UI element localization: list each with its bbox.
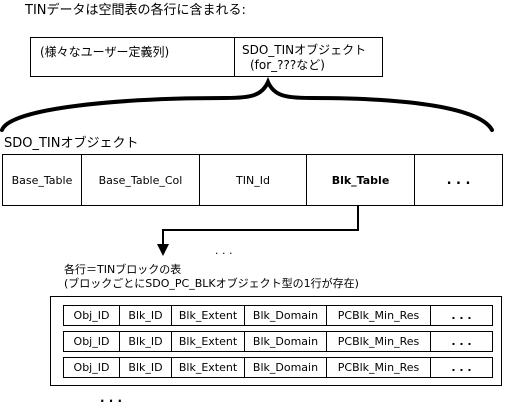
field-tin-id-label: TIN_Id: [236, 173, 270, 187]
field-more-label: . . .: [446, 172, 471, 188]
table-cell-blk-extent: Blk_Extent: [171, 357, 245, 378]
cell-text: PCBlk_Min_Res: [337, 309, 420, 322]
cell-text: PCBlk_Min_Res: [337, 361, 420, 374]
sdo-tin-cell-label: SDO_TINオブジェクト: [242, 43, 367, 57]
block-table-caption: 各行＝TINブロックの表: [64, 263, 182, 276]
field-base-table-label: Base_Table: [11, 173, 73, 187]
sdo-tin-cell-sublabel: (for_???など): [250, 58, 325, 72]
table-cell-blk-domain: Blk_Domain: [244, 357, 327, 378]
table-cell-blk-domain: Blk_Domain: [244, 331, 327, 352]
user-columns-cell: [30, 37, 235, 77]
field-base-table-col-label: Base_Table_Col: [98, 173, 183, 187]
middle-ellipsis: . . .: [215, 244, 233, 257]
cell-text: Blk_ID: [128, 361, 163, 374]
table-cell-blk-extent: Blk_Extent: [171, 305, 245, 326]
curly-brace: [0, 76, 494, 132]
bottom-ellipsis: . . .: [100, 391, 123, 405]
cell-text: Blk_ID: [128, 309, 163, 322]
diagram-heading: TINデータは空間表の各行に含まれる:: [25, 3, 246, 18]
cell-text: . . .: [451, 335, 472, 348]
cell-text: Blk_Extent: [178, 361, 238, 374]
table-cell-blk-domain: Blk_Domain: [244, 305, 327, 326]
cell-text: . . .: [451, 361, 472, 374]
block-table-caption-detail: (ブロックごとにSDO_PC_BLKオブジェクト型の1行が存在): [64, 277, 359, 290]
cell-text: Obj_ID: [73, 361, 110, 374]
table-cell-pcblk-min-res: PCBlk_Min_Res: [326, 305, 431, 326]
user-columns-label: (様々なユーザー定義列): [40, 45, 170, 59]
table-cell-blk-id: Blk_ID: [119, 331, 172, 352]
blk-table-arrow-head: [157, 244, 169, 256]
table-cell-more: . . .: [430, 331, 493, 352]
field-blk-table-label: Blk_Table: [331, 173, 390, 187]
cell-text: . . .: [451, 309, 472, 322]
table-cell-blk-id: Blk_ID: [119, 357, 172, 378]
table-cell-pcblk-min-res: PCBlk_Min_Res: [326, 357, 431, 378]
table-cell-obj-id: Obj_ID: [63, 357, 120, 378]
cell-text: Blk_ID: [128, 335, 163, 348]
cell-text: Blk_Extent: [178, 335, 238, 348]
cell-text: Obj_ID: [73, 335, 110, 348]
cell-text: Blk_Domain: [252, 309, 319, 322]
cell-text: Obj_ID: [73, 309, 110, 322]
blk-table-arrow-line: [162, 206, 359, 246]
cell-text: Blk_Domain: [252, 335, 319, 348]
table-cell-more: . . .: [430, 305, 493, 326]
table-cell-more: . . .: [430, 357, 493, 378]
table-cell-obj-id: Obj_ID: [63, 305, 120, 326]
table-cell-pcblk-min-res: PCBlk_Min_Res: [326, 331, 431, 352]
table-cell-blk-extent: Blk_Extent: [171, 331, 245, 352]
sdo-tin-object-label: SDO_TINオブジェクト: [4, 136, 139, 151]
cell-text: Blk_Extent: [178, 309, 238, 322]
cell-text: Blk_Domain: [252, 361, 319, 374]
table-cell-blk-id: Blk_ID: [119, 305, 172, 326]
table-cell-obj-id: Obj_ID: [63, 331, 120, 352]
field-more: . . .: [414, 154, 503, 206]
block-table: [50, 296, 502, 386]
cell-text: PCBlk_Min_Res: [337, 335, 420, 348]
